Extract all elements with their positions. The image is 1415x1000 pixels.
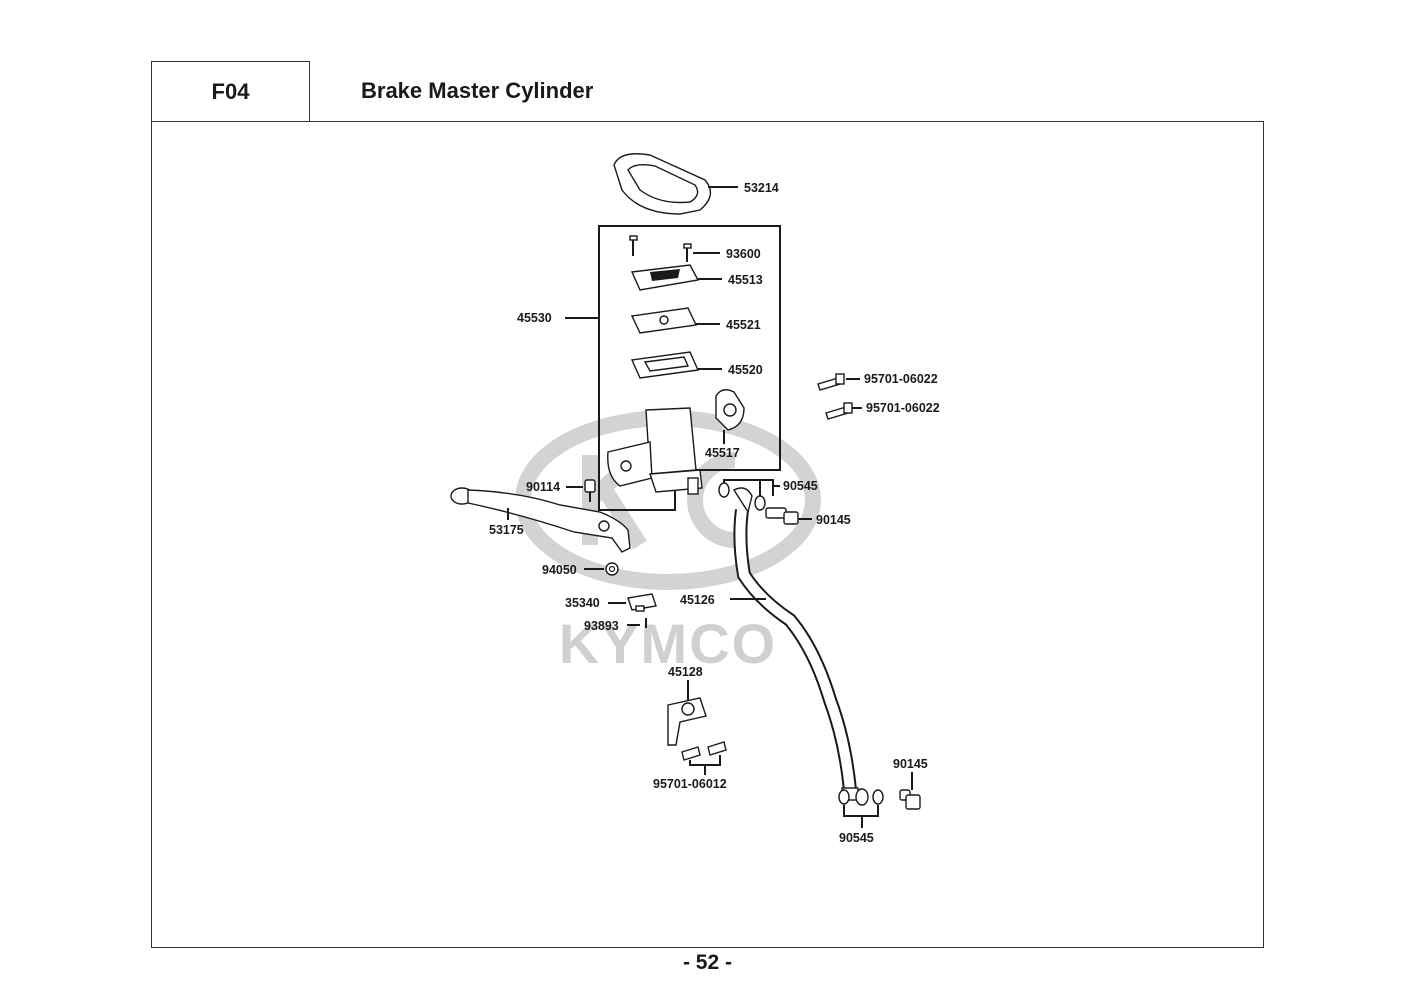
callout-45520: 45520	[728, 363, 763, 377]
banjo-washers-bottom-part	[838, 788, 884, 806]
callout-95701-06012: 95701-06012	[653, 777, 727, 791]
page-number: - 52 -	[682, 951, 732, 974]
callout-93600: 93600	[726, 247, 761, 261]
callout-45521: 45521	[726, 318, 761, 332]
master-cylinder-body-part	[607, 407, 703, 495]
reservoir-cap-part	[630, 264, 700, 291]
banjo-bolt-top-part	[765, 507, 799, 525]
brake-lever-part	[450, 487, 631, 553]
cap-screws-part	[629, 235, 692, 262]
callout-53175: 53175	[489, 523, 524, 537]
diagram-frame	[151, 121, 1264, 948]
callout-90114: 90114	[526, 480, 560, 494]
callout-90145-bottom: 90145	[893, 757, 928, 771]
lever-pivot-bolt-part	[584, 479, 596, 502]
header-divider	[309, 61, 310, 122]
callout-45517: 45517	[705, 446, 740, 460]
callout-53214: 53214	[744, 181, 779, 195]
stop-switch-part	[627, 593, 657, 612]
hose-guide-bracket-part	[667, 697, 707, 746]
callout-90145-top: 90145	[816, 513, 851, 527]
callout-45513: 45513	[728, 273, 763, 287]
callout-94050: 94050	[542, 563, 577, 577]
clamp-bolts-part	[817, 373, 853, 420]
callout-95701-06022-a: 95701-06022	[864, 372, 938, 386]
bracket-bolts-part	[681, 741, 727, 761]
banjo-washers-top-part	[718, 482, 766, 511]
diaphragm-plate-part	[630, 307, 698, 334]
callout-45530: 45530	[517, 311, 552, 325]
handlebar-clamp-part	[715, 389, 745, 431]
banjo-bolt-bottom-part	[899, 789, 921, 810]
callout-90545-bottom: 90545	[839, 831, 874, 845]
lever-nut-part	[605, 562, 619, 576]
callout-90545-top: 90545	[783, 479, 818, 493]
callout-45128: 45128	[668, 665, 703, 679]
callout-93893: 93893	[584, 619, 619, 633]
callout-35340: 35340	[565, 596, 600, 610]
watermark-text: KYMCO	[559, 612, 777, 675]
callout-95701-06022-b: 95701-06022	[866, 401, 940, 415]
diaphragm-part	[630, 351, 700, 379]
callout-45126: 45126	[680, 593, 715, 607]
page-title: Brake Master Cylinder	[361, 78, 594, 103]
reservoir-diaphragm-part	[613, 153, 712, 215]
